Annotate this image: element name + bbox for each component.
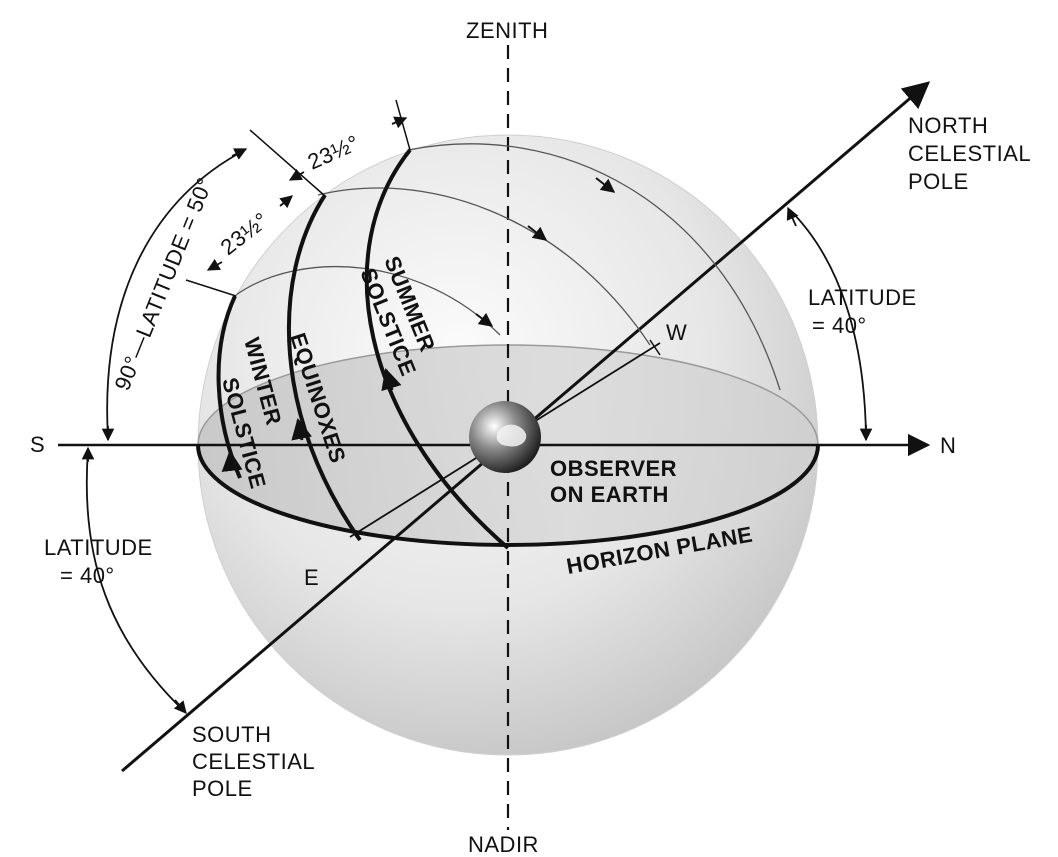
ext-line-1 (185, 279, 237, 297)
observer-label-1: OBSERVER (550, 456, 677, 481)
ext-line-2 (249, 129, 326, 197)
thin-arc-outer (407, 143, 781, 391)
zenith-label: ZENITH (466, 18, 548, 43)
horizon-plane-front-edge (196, 444, 820, 547)
thin-arc-inner (235, 266, 501, 336)
summer-solstice-path (364, 148, 510, 550)
arc-arrow-2 (527, 225, 548, 241)
colatitude-label: 90°—LATITUDE = 50° (109, 174, 217, 394)
earth-continent (496, 424, 527, 447)
tilt-lower-label: 23½° (216, 207, 274, 260)
arc-arrow-3 (595, 177, 616, 193)
observer-label-2: ON EARTH (550, 482, 669, 507)
latitude-arc-left (85, 449, 186, 713)
ext-line-3 (395, 99, 411, 151)
thin-arc-middle (317, 187, 651, 346)
north-label: N (940, 433, 956, 458)
east-label: E (304, 565, 319, 590)
tilt-lower-arrow-left (206, 258, 223, 271)
latitude-right-label-1: LATITUDE (808, 285, 917, 310)
latitude-left-label-2: = 40° (60, 563, 115, 588)
equinox-arrow (291, 417, 313, 441)
nadir-label: NADIR (468, 832, 539, 857)
colatitude-arc (106, 149, 246, 439)
tilt-upper-label: 23½° (304, 130, 363, 175)
latitude-arc-left-tip-bottom (173, 699, 187, 714)
south-label: S (30, 432, 45, 457)
latitude-left-label-1: LATITUDE (44, 535, 153, 560)
north-pole-label-3: POLE (908, 169, 969, 194)
north-pole-label-1: NORTH (908, 113, 988, 138)
latitude-arc-right (789, 209, 867, 439)
south-pole-label-1: SOUTH (192, 722, 272, 747)
summer-arrow (381, 367, 402, 392)
west-tick (649, 339, 661, 356)
tilt-lower-arrow-right (279, 195, 293, 209)
latitude-right-label-2: = 40° (812, 313, 867, 338)
south-pole-label-2: CELESTIAL (192, 749, 315, 774)
equinox-path (287, 193, 362, 542)
tilt-upper-arrow-left (288, 168, 305, 181)
winter-arrow (221, 449, 243, 472)
latitude-arc-right-tip-top (786, 206, 799, 227)
arc-arrow-1 (475, 312, 494, 327)
tilt-upper-arrow-right (391, 116, 408, 129)
colatitude-arc-tip-top (231, 148, 248, 160)
south-pole-label-3: POLE (192, 776, 253, 801)
north-pole-label-2: CELESTIAL (908, 141, 1031, 166)
west-label: W (666, 320, 687, 345)
